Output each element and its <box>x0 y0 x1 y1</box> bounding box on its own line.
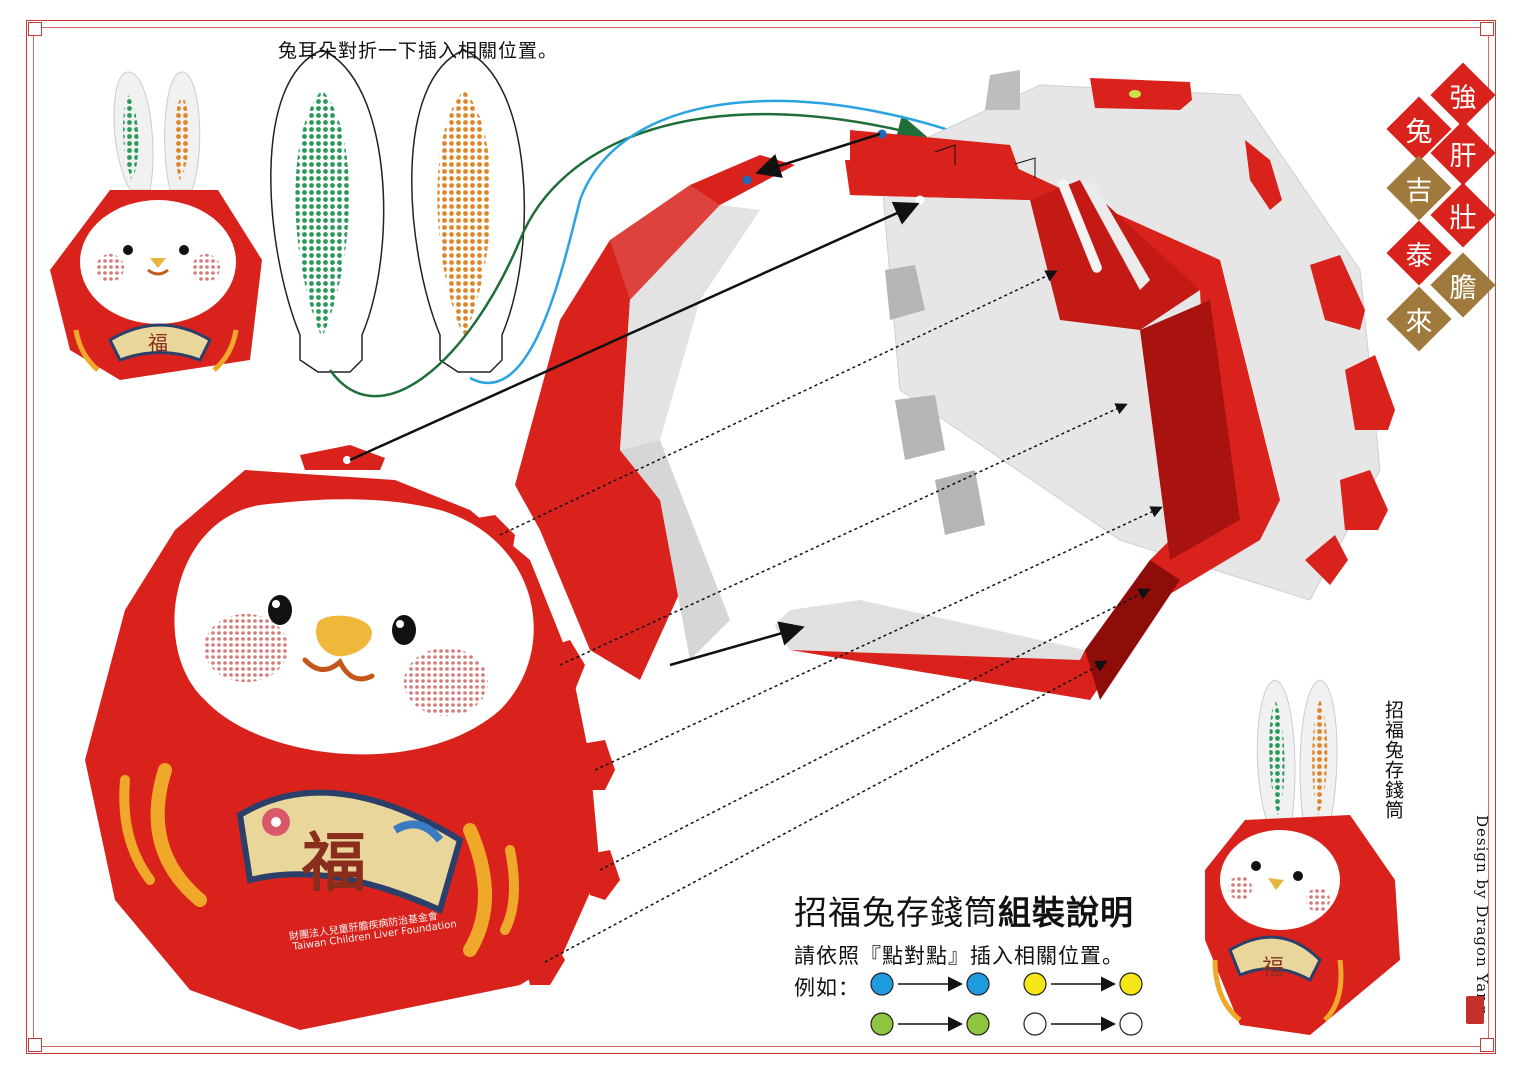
seal-stamp <box>1466 996 1484 1024</box>
designer-credit: Design by Dragon Yang <box>1473 815 1491 1015</box>
ear-template-left <box>270 49 385 373</box>
svg-text:福: 福 <box>148 331 168 355</box>
slogan-char: 強 <box>1449 82 1477 114</box>
corner-ornament <box>1480 22 1494 36</box>
corner-ornament <box>28 22 42 36</box>
product-name-vertical: 招福兔存錢筒 <box>1382 700 1404 820</box>
ear-template-right <box>411 49 526 373</box>
ear-instruction: 兔耳朵對折一下插入相關位置。 <box>278 40 559 62</box>
svg-text:福: 福 <box>1262 956 1284 981</box>
slogan-diamond: 來 <box>1386 286 1452 352</box>
page-border <box>26 20 1496 1054</box>
slogan-char: 兔 <box>1405 116 1433 148</box>
assembly-title-bold: 組裝說明 <box>998 893 1134 932</box>
page-border-inner <box>33 27 1489 1047</box>
fan-character: 福 <box>302 826 366 901</box>
product-photo-large: 福 <box>1205 679 1400 1035</box>
example-label: 例如： <box>794 976 860 1000</box>
octagon-ring <box>515 129 1280 700</box>
slogan-char: 膽 <box>1449 272 1477 304</box>
assembly-instruction: 請依照『點對點』插入相關位置。 <box>794 944 1124 968</box>
assembly-title-main: 招福兔存錢筒 <box>794 893 998 932</box>
slogan-char: 肝 <box>1449 140 1477 172</box>
assembly-arrows <box>349 132 1163 963</box>
slogan-char: 吉 <box>1405 175 1433 207</box>
slogan-char: 壯 <box>1449 202 1477 234</box>
ear-arrow-green <box>328 112 928 398</box>
assembly-title: 招福兔存錢筒組裝說明 <box>794 886 1134 934</box>
slogan-char: 來 <box>1405 306 1433 338</box>
front-panel <box>85 445 620 1030</box>
product-photo-small: 福 <box>50 71 262 380</box>
slogan-char: 泰 <box>1405 240 1433 272</box>
corner-ornament <box>1480 1038 1494 1052</box>
corner-ornament <box>28 1038 42 1052</box>
ear-arrow-blue <box>469 99 1007 385</box>
